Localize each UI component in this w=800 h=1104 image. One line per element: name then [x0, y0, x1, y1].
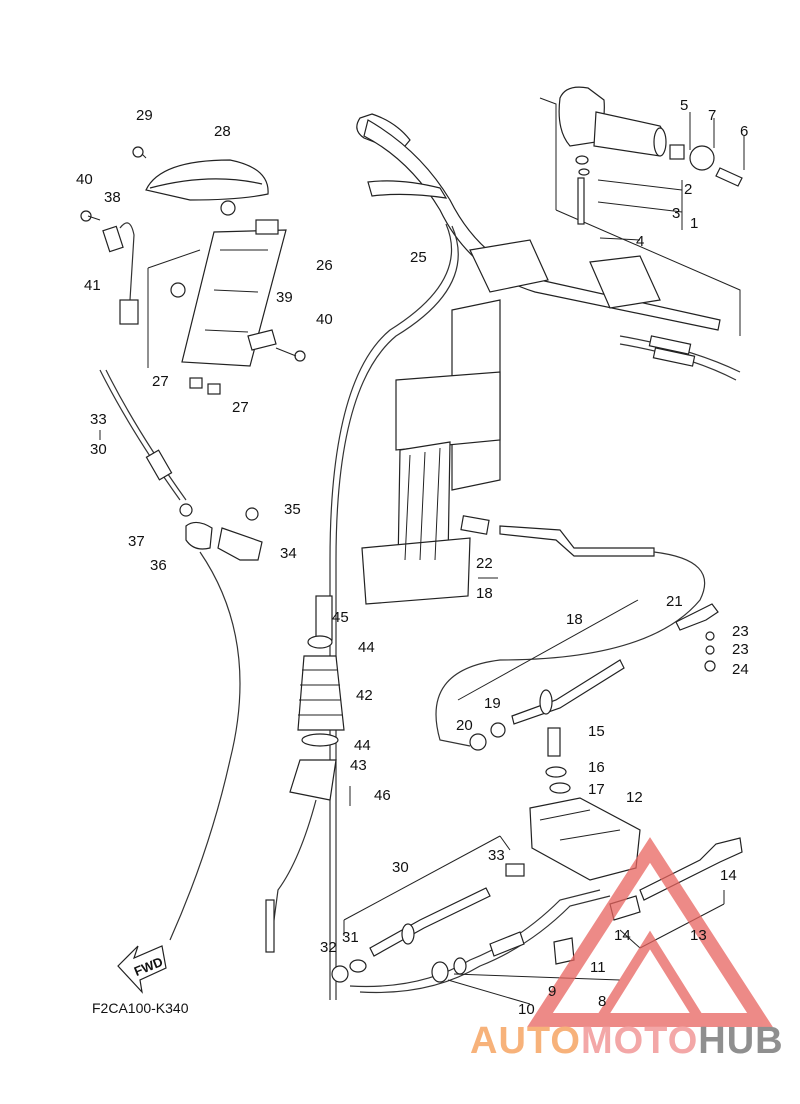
- drawing-code: F2CA100-K340: [92, 1000, 189, 1016]
- callout: 27: [152, 373, 169, 390]
- callout: 40: [316, 311, 333, 328]
- callout: 23: [732, 641, 749, 658]
- callout: 6: [740, 123, 748, 140]
- callout: 23: [732, 623, 749, 640]
- callout: 19: [484, 695, 501, 712]
- callout: 36: [150, 557, 167, 574]
- watermark-text: AUTOMOTOHUB: [470, 1020, 784, 1063]
- callout: 14: [720, 867, 737, 884]
- callout: 28: [214, 123, 231, 140]
- watermark-part-hub: HUB: [698, 1020, 784, 1062]
- callout: 35: [284, 501, 301, 518]
- callout: 30: [392, 859, 409, 876]
- callout: 17: [588, 781, 605, 798]
- callout: 39: [276, 289, 293, 306]
- callout: 18: [476, 585, 493, 602]
- callout: 11: [590, 959, 606, 976]
- left-cable-group: [99, 369, 263, 941]
- throttle-grip-group: [539, 86, 745, 336]
- shift-cable-group: [435, 515, 719, 751]
- callout: 2: [684, 181, 692, 198]
- lower-cable-group: [331, 835, 743, 1005]
- switch-box-group: [80, 146, 306, 395]
- callouts: 5 7 6 2 3 1 4 29 28 40 38 41 26 39 40 25…: [76, 97, 749, 1018]
- callout: 13: [690, 927, 707, 944]
- callout: 44: [358, 639, 375, 656]
- watermark-part-auto: AUTO: [470, 1020, 581, 1062]
- callout: 21: [666, 593, 683, 610]
- callout: 45: [332, 609, 349, 626]
- watermark-part-moto: MOTO: [580, 1020, 699, 1062]
- callout: 34: [280, 545, 297, 562]
- callout: 10: [518, 1001, 535, 1018]
- callout: 14: [614, 927, 631, 944]
- callout: 1: [690, 215, 698, 232]
- callout: 37: [128, 533, 145, 550]
- callout: 44: [354, 737, 371, 754]
- callout: 25: [410, 249, 427, 266]
- fwd-arrow-icon: FWD: [117, 945, 167, 994]
- callout: 42: [356, 687, 373, 704]
- callout: 20: [456, 717, 473, 734]
- callout: 24: [732, 661, 749, 678]
- callout: 12: [626, 789, 643, 806]
- callout: 38: [104, 189, 121, 206]
- callout: 46: [374, 787, 391, 804]
- cable-bracket-group: [529, 727, 641, 881]
- callout: 30: [90, 441, 107, 458]
- callout: 8: [598, 993, 606, 1010]
- callout: 16: [588, 759, 605, 776]
- callout: 41: [84, 277, 101, 294]
- callout: 33: [90, 411, 107, 428]
- callout: 15: [588, 723, 605, 740]
- callout: 18: [566, 611, 583, 628]
- center-cable-group: [265, 223, 459, 1000]
- callout: 43: [350, 757, 367, 774]
- watermark-logo: [527, 837, 773, 1027]
- callout: 31: [342, 929, 359, 946]
- callout: 7: [708, 107, 716, 124]
- handlebar-assembly: [356, 113, 741, 605]
- callout: 29: [136, 107, 153, 124]
- callout: 22: [476, 555, 493, 572]
- callout: 3: [672, 205, 680, 222]
- callout: 5: [680, 97, 688, 114]
- callout: 27: [232, 399, 249, 416]
- callout: 4: [636, 233, 644, 250]
- callout: 26: [316, 257, 333, 274]
- callout: 40: [76, 171, 93, 188]
- callout: 9: [548, 983, 556, 1000]
- callout: 32: [320, 939, 337, 956]
- callout: 33: [488, 847, 505, 864]
